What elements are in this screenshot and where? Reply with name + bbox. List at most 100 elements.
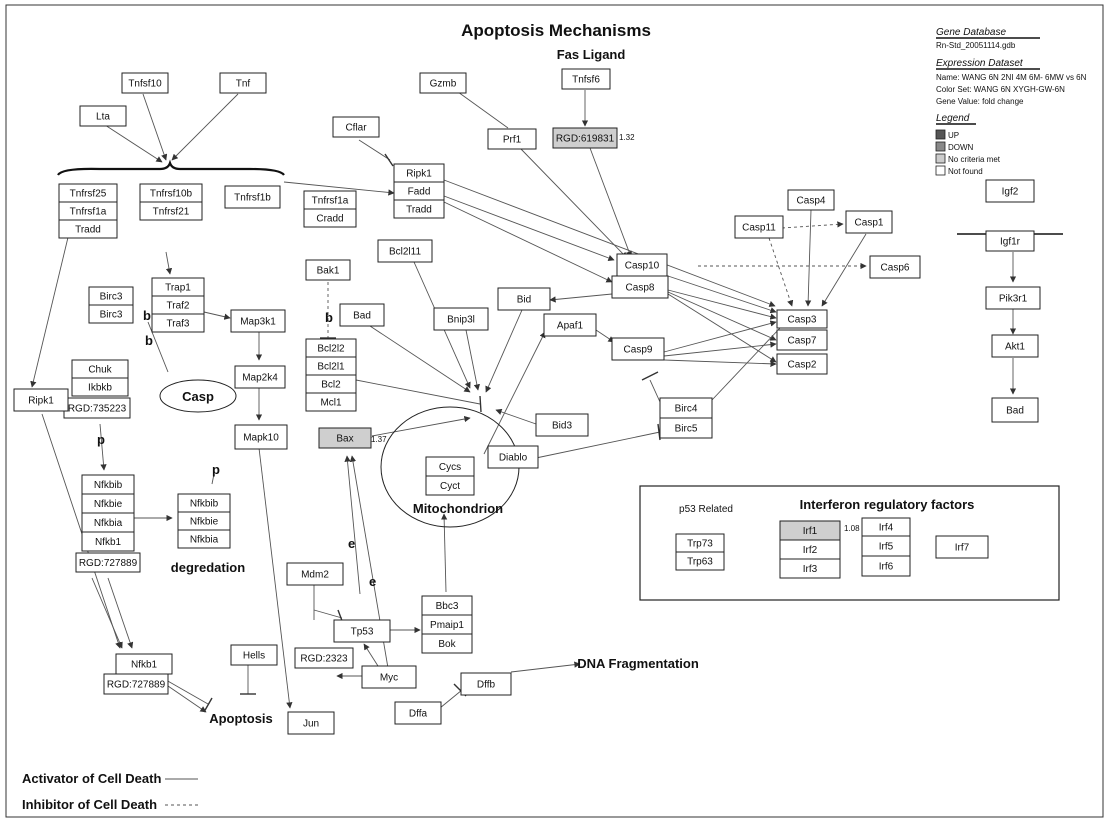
gene-box-trap1: Trap1 [151, 277, 205, 297]
edge-p2 [211, 473, 215, 485]
gene-box-bnip3l: Bnip3l [433, 307, 489, 331]
gene-label-rgd735223: RGD:735223 [68, 404, 127, 415]
letter-p-2: p [212, 462, 220, 477]
gene-label-nfkbie-l: Nfkbie [94, 499, 123, 510]
edge-rgd727889-nfkb1 [91, 577, 123, 649]
gene-box-pmaip1: Pmaip1 [421, 614, 473, 635]
gene-box-tnf-rect [219, 72, 267, 94]
edge-casp9-casp2 [663, 359, 777, 367]
gene-box-tnfrsf1b-rect [224, 185, 281, 209]
edge-gzmb-prf1 [457, 91, 509, 129]
gene-box-casp11: Casp11 [734, 215, 784, 239]
legend-swatch [935, 153, 946, 164]
legend-item-label: Not found [948, 167, 983, 176]
gene-label-traf2: Traf2 [167, 301, 190, 312]
edge-casp1-casp3 [821, 233, 867, 307]
edge-diablo-birc5 [535, 431, 661, 459]
gene-label-casp2: Casp2 [788, 360, 817, 371]
gene-label-gzmb: Gzmb [430, 79, 457, 90]
legend-item-label: No criteria met [948, 155, 1001, 164]
gene-box-irf2: Irf2 [779, 539, 841, 560]
gene-label-myc: Myc [380, 673, 398, 684]
edge-apaf1-casp9 [595, 329, 615, 343]
gene-box-bok: Bok [421, 633, 473, 654]
gene-box-rgd2323: RGD:2323 [294, 647, 354, 669]
gene-box-tnf: Tnf [219, 72, 267, 94]
letter-b-3: b [325, 310, 333, 325]
gene-label-bid3: Bid3 [552, 421, 572, 432]
gene-box-diablo-rect [487, 445, 539, 469]
gene-label-tnfrsf21: Tnfrsf21 [153, 207, 190, 218]
gene-label-bok: Bok [438, 639, 456, 650]
edge-rgd727889-nfkb1b [107, 577, 134, 649]
gene-box-chuk: Chuk [71, 359, 129, 379]
gene-label-irf5: Irf5 [879, 542, 894, 553]
edge-prf1-casp10 [519, 147, 628, 259]
letter-b-1: b [143, 308, 151, 323]
gene-box-mdm2-rect [286, 562, 344, 586]
gene-box-nfkb1-l: Nfkb1 [81, 531, 135, 552]
gene-label-birc3b: Birc3 [100, 310, 123, 321]
gene-box-myc: Myc [361, 665, 417, 689]
expr-color-set: Color Set: WANG 6N XYGH-GW-6N [936, 85, 1065, 94]
gene-box-igf2-rect [985, 179, 1035, 203]
gene-box-rgd619831-rect [552, 127, 618, 149]
gene-box-irf5: Irf5 [861, 535, 911, 557]
letter-e-1: e [348, 536, 355, 551]
gene-label-casp11: Casp11 [742, 223, 776, 234]
edge-fadd-casp3 [443, 179, 776, 307]
gene-label-prf1: Prf1 [503, 135, 522, 146]
gene-box-bax-rect [318, 427, 372, 449]
gene-label-dffa: Dffa [409, 709, 428, 720]
gene-box-casp3: Casp3 [776, 309, 828, 329]
gene-label-rgd727889b: RGD:727889 [107, 680, 166, 691]
fas-ligand-label: Fas Ligand [557, 47, 626, 62]
edge-birc4-casp9 [649, 379, 661, 403]
edge-casp8-bid [549, 293, 613, 303]
gene-box-bax: Bax [318, 427, 372, 449]
gene-box-nfkbib-l: Nfkbib [81, 474, 135, 495]
apoptosis-label: Apoptosis [209, 711, 273, 726]
gene-box-bad-r: Bad [991, 397, 1039, 423]
gene-box-nfkbia-r: Nfkbia [177, 529, 231, 549]
gene-label-casp6: Casp6 [881, 263, 910, 274]
gene-box-rgd727889a: RGD:727889 [75, 552, 141, 573]
gene-label-nfkbia-l: Nfkbia [94, 518, 123, 529]
gene-box-irf6-rect [861, 555, 911, 577]
gene-box-bnip3l-rect [433, 307, 489, 331]
edge-casp4-casp3 [805, 209, 812, 307]
gene-label-traf3: Traf3 [167, 319, 190, 330]
gene-box-pik3r1: Pik3r1 [985, 286, 1041, 310]
gene-box-trp73: Trp73 [675, 533, 725, 553]
edge-lta-receptors [104, 124, 163, 163]
gene-db-heading: Gene Database [936, 27, 1006, 38]
gene-box-irf3-rect [779, 558, 841, 579]
gene-label-tnfrsf1b: Tnfrsf1b [234, 193, 271, 204]
gene-label-tnf: Tnf [236, 79, 251, 90]
gene-label-hells: Hells [243, 651, 265, 662]
gene-box-jun: Jun [287, 711, 335, 735]
info-panel: Gene Database Rn-Std_20051114.gdb Expres… [935, 27, 1087, 176]
gene-label-rgd2323: RGD:2323 [300, 654, 348, 665]
gene-label-map3k1: Map3k1 [240, 317, 276, 328]
gene-box-casp8-rect [611, 275, 669, 299]
diagram-title: Apoptosis Mechanisms [461, 21, 651, 40]
gene-box-irf1: Irf1 [779, 520, 841, 541]
gene-box-casp8: Casp8 [611, 275, 669, 299]
gene-box-irf7: Irf7 [935, 535, 989, 559]
gene-label-rgd727889a: RGD:727889 [79, 558, 138, 569]
gene-box-nfkbie-l: Nfkbie [81, 493, 135, 514]
gene-label-casp7: Casp7 [788, 336, 817, 347]
edge-bnip3l-mito [465, 329, 480, 391]
gene-box-tnfrsf1a-l: Tnfrsf1a [58, 201, 118, 221]
gene-box-bok-rect [421, 633, 473, 654]
edge-casp8-casp3 [667, 289, 777, 320]
gene-box-mdm2: Mdm2 [286, 562, 344, 586]
gene-box-birc3b-rect [88, 304, 134, 324]
gene-box-bad-c: Bad [339, 303, 385, 327]
value-irf1: 1.08 [844, 524, 860, 533]
mitochondrion-label: Mitochondrion [413, 501, 503, 516]
gene-box-irf4: Irf4 [861, 517, 911, 537]
edge-ikk-nfkb [99, 423, 107, 471]
gene-box-map3k1-rect [230, 309, 286, 333]
